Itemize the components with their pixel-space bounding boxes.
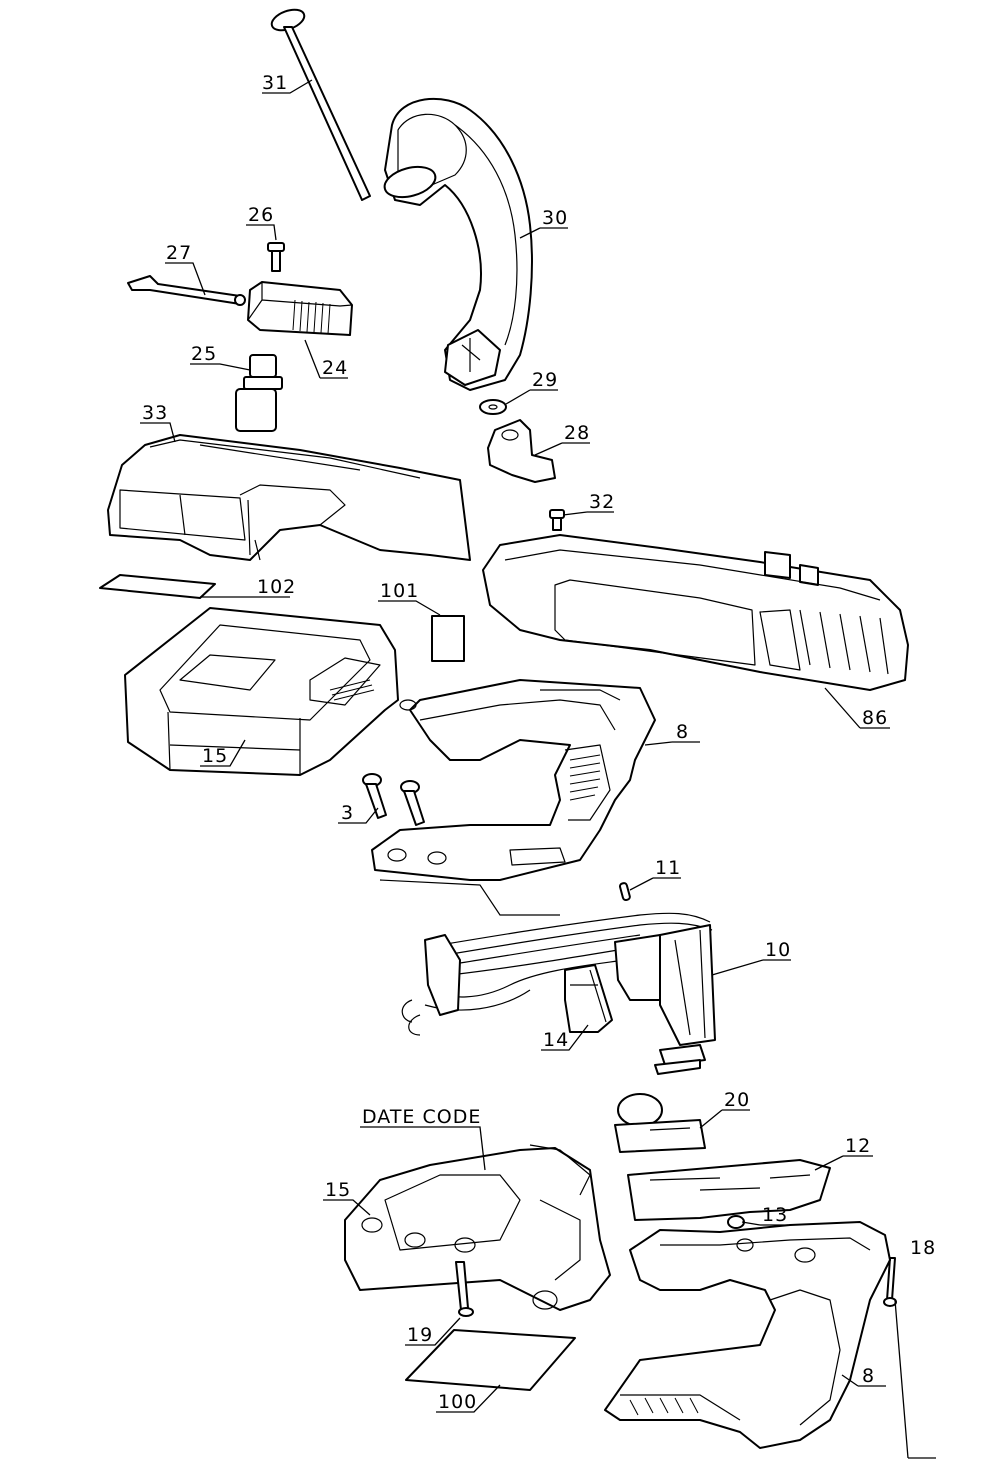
part-20-board [614,1093,706,1153]
callout-33: 33 [142,402,168,424]
part-29-washer [479,399,507,415]
part-25-bushing [235,354,283,432]
callout-8-top: 8 [676,721,689,743]
part-11-pin [618,882,631,902]
callout-10: 10 [765,939,791,961]
callout-26: 26 [248,204,274,226]
part-15-base-housing [344,1144,611,1311]
callout-28: 28 [564,422,590,444]
callout-29: 29 [532,369,558,391]
callout-101: 101 [380,580,419,602]
callout-31: 31 [262,72,288,94]
part-27-lever-pin [127,275,246,306]
callout-15-bottom: 15 [325,1179,351,1201]
callout-13: 13 [762,1204,788,1226]
part-3-screws [362,773,425,826]
callout-8-bottom: 8 [862,1365,875,1387]
callout-labels: 31 30 26 27 25 24 29 28 33 32 102 101 86… [142,72,936,1413]
part-86-right-housing [482,534,909,691]
callout-12: 12 [845,1135,871,1157]
part-19-screw [455,1261,474,1317]
part-8-handle-bottom [604,1221,891,1449]
callout-32: 32 [589,491,615,513]
part-33-left-housing [107,434,471,561]
part-15-battery-cover [124,607,399,776]
part-8-handle-top [371,679,656,916]
callout-15-top: 15 [202,745,228,767]
part-18-screw [883,1257,897,1307]
part-100-label [405,1329,576,1391]
callout-24: 24 [322,357,348,379]
part-30-handle [383,97,533,391]
callout-102: 102 [257,576,296,598]
part-24-switch-block [247,281,353,336]
date-code-label: DATE CODE [362,1106,481,1128]
part-12-plate [627,1159,831,1221]
part-101-label [431,615,465,662]
part-26-screw [267,242,285,272]
leader-lines [140,79,936,1459]
callout-30: 30 [542,207,568,229]
part-14-bracket [564,964,613,1033]
callout-11: 11 [655,857,681,879]
callout-25: 25 [191,343,217,365]
part-102-label [99,574,216,599]
callout-20: 20 [724,1089,750,1111]
callout-14: 14 [543,1029,569,1051]
part-13-screw [727,1215,745,1229]
part-32-screw [549,509,565,531]
part-31-rod [270,8,371,201]
part-28-knuckle [487,419,556,483]
callout-3: 3 [341,802,354,824]
callout-27: 27 [166,242,192,264]
callout-86: 86 [862,707,888,729]
callout-19: 19 [407,1324,433,1346]
part-10-wire-harness [401,912,716,1075]
callout-18: 18 [910,1237,936,1259]
callout-100: 100 [438,1391,477,1413]
